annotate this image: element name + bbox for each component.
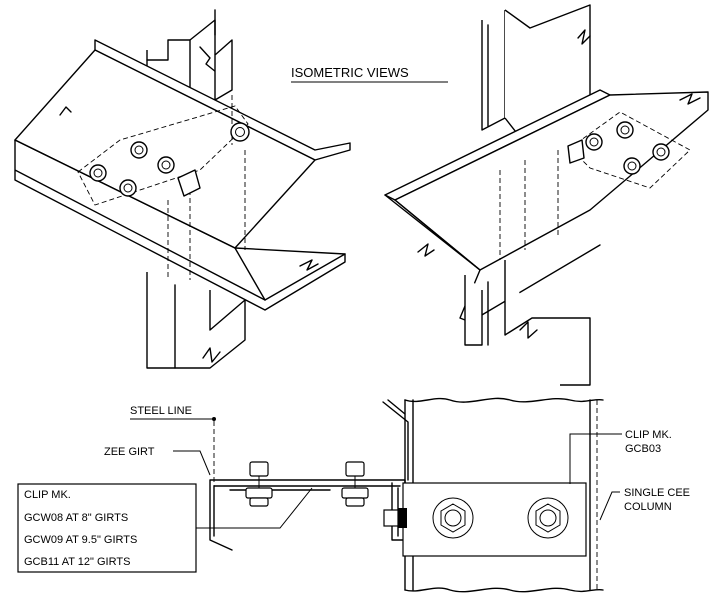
clip-bolt-left (432, 497, 474, 539)
clip-mk-code: GCB03 (625, 443, 661, 455)
steel-line-dot (212, 417, 216, 421)
right-isometric-view (384, 4, 709, 386)
clip-box-leader (196, 487, 313, 529)
steel-line-label: STEEL LINE (130, 405, 192, 417)
right-column-lower (464, 260, 591, 386)
clip-plate (402, 482, 587, 557)
clip-box-heading: CLIP MK. (24, 489, 71, 501)
clip-bolt-right (527, 497, 569, 539)
section-bolt-left (245, 461, 273, 507)
single-cee-leader (599, 491, 620, 521)
single-cee-label-2: COLUMN (624, 501, 672, 513)
clip-nut-edge (383, 509, 399, 527)
section-bolt-right (341, 461, 369, 507)
clip-box-line-3: GCB11 AT 12" GIRTS (24, 556, 130, 568)
right-clip-outline (569, 111, 691, 189)
isometric-views-title: ISOMETRIC VIEWS (291, 65, 409, 80)
clip-bolt-head-edge (398, 508, 407, 528)
clip-mk-label: CLIP MK. (625, 429, 672, 441)
clip-mk-leader (569, 433, 622, 484)
zee-girt-label: ZEE GIRT (104, 446, 155, 458)
right-bolt-group (567, 121, 670, 175)
clip-mark-box: CLIP MK. GCW08 AT 8" GIRTS GCW09 AT 9.5"… (17, 483, 197, 573)
single-cee-label: SINGLE CEE (624, 487, 690, 499)
left-column-lower (146, 272, 246, 369)
clip-box-line-2: GCW09 AT 9.5" GIRTS (24, 534, 137, 546)
left-clip-outline (77, 105, 249, 206)
zee-girt-leader (173, 450, 211, 476)
left-bolt-group (89, 122, 250, 197)
section-detail: STEEL LINE ZEE GIRT CLIP MK. GCW08 AT (17, 397, 690, 593)
left-isometric-view (14, 9, 351, 369)
clip-box-line-1: GCW08 AT 8" GIRTS (24, 512, 128, 524)
